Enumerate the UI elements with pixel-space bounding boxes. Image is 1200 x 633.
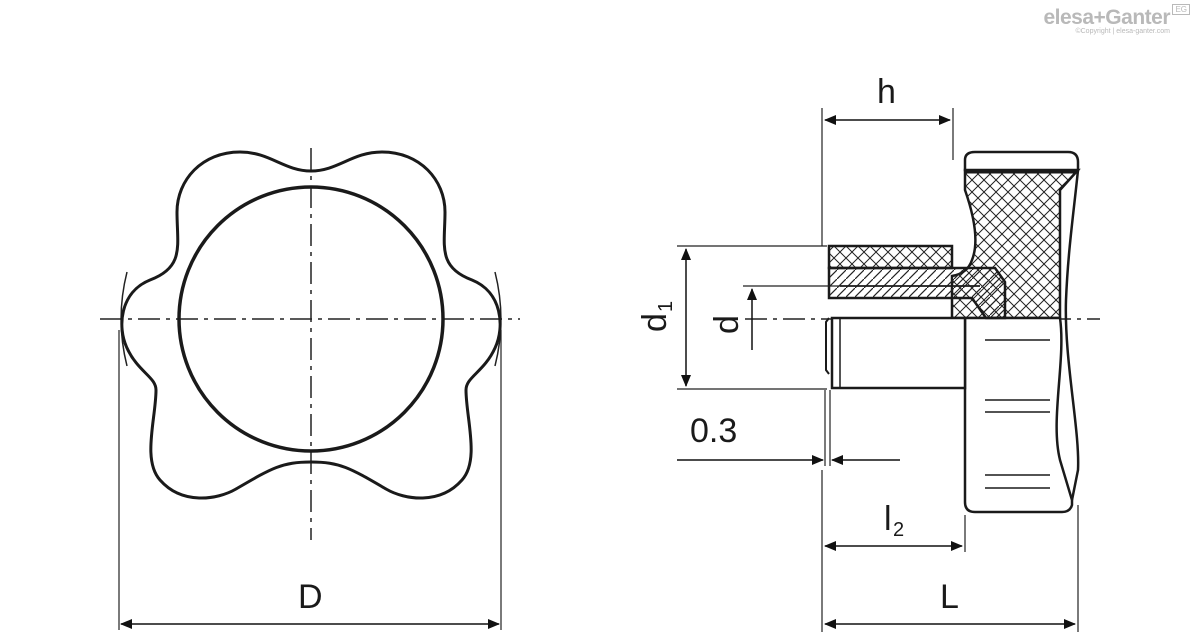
knob-head-right-edge <box>1064 169 1080 501</box>
brand-name: elesa+Ganter <box>1043 6 1170 29</box>
dim-L-label: L <box>940 578 959 616</box>
knob-head-lower <box>963 316 1074 514</box>
dim-gap-label: 0.3 <box>690 412 737 450</box>
dim-d1-label: d 1 <box>636 301 677 332</box>
stud-end-chamfer <box>825 317 830 375</box>
stud-lower <box>830 316 967 390</box>
knob-head-rim <box>963 150 1080 172</box>
dim-d1-main: d <box>636 313 674 332</box>
side-view: d 1 d h 0.3 l 2 <box>636 73 1100 632</box>
front-view: D <box>100 148 520 630</box>
hub-section-upper <box>827 244 954 270</box>
brand-badge: EG <box>1172 4 1190 15</box>
front-cap-circle <box>177 185 445 453</box>
insert-section <box>827 266 1007 320</box>
dim-h-label: h <box>877 73 896 111</box>
brand-logo: elesa+Ganter ©Copyright | elesa-ganter.c… <box>1043 4 1190 35</box>
dim-D-label: D <box>298 578 323 616</box>
dim-d-label: d <box>708 315 746 334</box>
five-lobe-knob-outline <box>120 150 502 500</box>
dim-l2-sub: 2 <box>893 519 904 541</box>
brand-copyright: ©Copyright | elesa-ganter.com <box>1075 28 1170 35</box>
dim-l2-main: l <box>884 500 892 538</box>
dim-d1-sub: 1 <box>655 301 677 312</box>
dim-l2-label: l 2 <box>884 500 904 541</box>
